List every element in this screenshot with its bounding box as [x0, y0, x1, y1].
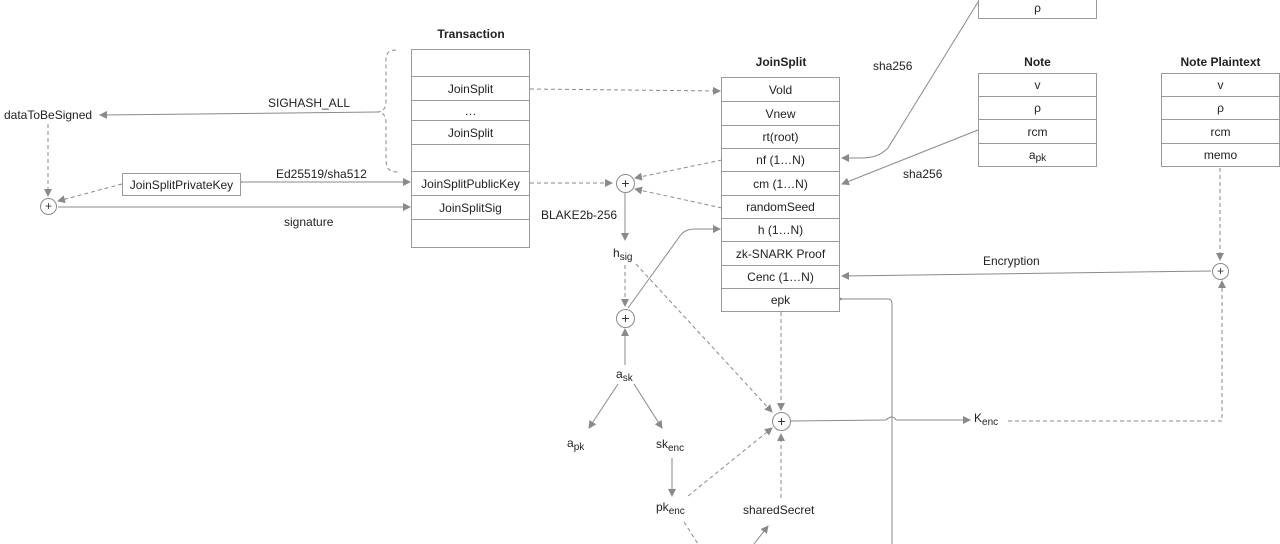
- note-title: Note: [1024, 55, 1051, 69]
- joinsplit-row-nf: nf (1…N): [721, 148, 840, 172]
- transaction-row-blank-1: [411, 49, 530, 77]
- ask-sub: sk: [622, 373, 633, 384]
- note-row-v: v: [978, 73, 1097, 97]
- ask-base: a: [616, 367, 623, 381]
- hsig-sub: sig: [619, 252, 633, 263]
- joinsplit-row-cm: cm (1…N): [721, 171, 840, 196]
- joinsplit-row-h: h (1…N): [721, 218, 840, 242]
- note-plaintext-title: Note Plaintext: [1180, 55, 1261, 69]
- sha256-mid-label: sha256: [903, 167, 943, 181]
- pkenc-base: pk: [656, 500, 669, 514]
- transaction-row-blank-2: [411, 144, 530, 172]
- hsig-base: h: [613, 246, 620, 260]
- kenc-label: Kenc: [974, 411, 999, 428]
- key-agreement-operator: +: [772, 412, 791, 431]
- note-plaintext-row-rho: ρ: [1161, 96, 1280, 120]
- transaction-row-joinsplit-sig: JoinSplitSig: [411, 195, 530, 220]
- joinsplit-row-random-seed: randomSeed: [721, 195, 840, 219]
- ask-label: ask: [616, 367, 633, 384]
- joinsplit-row-cenc: Cenc (1…N): [721, 265, 840, 289]
- hsig-label: hsig: [613, 246, 633, 263]
- blake2b-256-label: BLAKE2b-256: [541, 208, 618, 222]
- note-plaintext-row-memo: memo: [1161, 143, 1280, 167]
- joinsplit-row-zk-snark-proof: zk-SNARK Proof: [721, 241, 840, 266]
- skenc-base: sk: [656, 437, 668, 451]
- data-to-be-signed-label: dataToBeSigned: [4, 108, 93, 122]
- shared-secret-label: sharedSecret: [743, 503, 815, 517]
- skenc-sub: enc: [668, 443, 685, 454]
- ed25519-sha512-label: Ed25519/sha512: [276, 167, 367, 181]
- transaction-row-joinsplit-2: JoinSplit: [411, 120, 530, 145]
- note-apk-sub: pk: [1035, 152, 1047, 164]
- apk-base: a: [567, 436, 574, 450]
- apk-label: apk: [567, 436, 585, 453]
- note-plaintext-row-rcm: rcm: [1161, 119, 1280, 144]
- apk-sub: pk: [573, 442, 585, 453]
- kenc-base: K: [974, 411, 983, 425]
- joinsplit-row-vnew: Vnew: [721, 101, 840, 126]
- note-row-rcm: rcm: [978, 119, 1097, 144]
- transaction-row-joinsplit-public-key: JoinSplitPublicKey: [411, 171, 530, 196]
- encryption-label: Encryption: [983, 254, 1040, 268]
- pkenc-sub: enc: [668, 506, 685, 517]
- note-apk-base: a: [1028, 148, 1036, 162]
- pkenc-label: pkenc: [656, 500, 685, 517]
- sighash-all-label: SIGHASH_ALL: [268, 96, 351, 110]
- transaction-title: Transaction: [437, 27, 505, 41]
- kenc-sub: enc: [982, 417, 999, 428]
- joinsplit-private-key-box: JoinSplitPrivateKey: [122, 173, 241, 196]
- top-box-rho: ρ: [978, 0, 1097, 19]
- joinsplit-row-epk: epk: [721, 288, 840, 312]
- joinsplit-row-rt-root: rt(root): [721, 125, 840, 149]
- skenc-label: skenc: [656, 437, 685, 454]
- blake2b-combine-operator: +: [616, 174, 635, 193]
- encryption-operator: +: [1212, 263, 1229, 280]
- note-plaintext-row-v: v: [1161, 73, 1280, 97]
- joinsplit-row-vold: Vold: [721, 77, 840, 102]
- hsig-ask-combine-operator: +: [616, 309, 635, 328]
- joinsplit-title: JoinSplit: [755, 55, 807, 69]
- transaction-row-joinsplit-1: JoinSplit: [411, 76, 530, 101]
- note-row-rho: ρ: [978, 96, 1097, 120]
- signature-label: signature: [284, 215, 334, 229]
- transaction-row-ellipsis: …: [411, 100, 530, 121]
- sha256-top-label: sha256: [873, 59, 913, 73]
- transaction-row-blank-3: [411, 219, 530, 248]
- signature-combine-operator: +: [40, 198, 57, 215]
